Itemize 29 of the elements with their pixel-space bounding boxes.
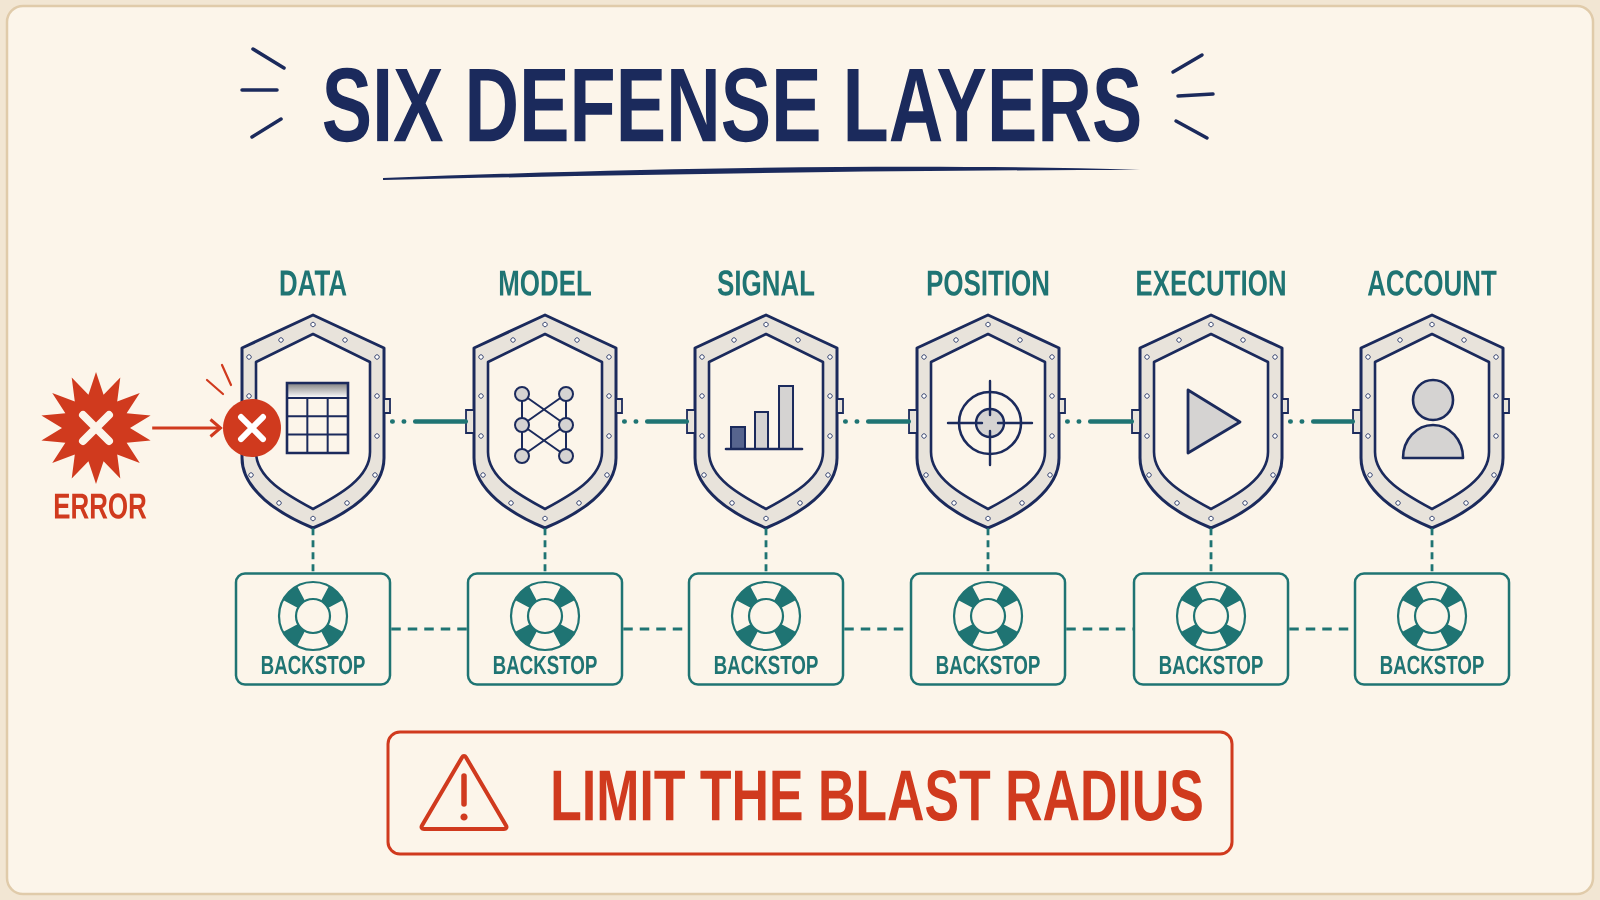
label: ERROR (54, 493, 147, 519)
layer-label: SIGNAL (717, 270, 815, 296)
connector-line (311, 528, 315, 573)
connector-line (1066, 627, 1133, 631)
connector-line (1430, 528, 1434, 573)
layer-label: ACCOUNT (1367, 270, 1497, 296)
box-label: BACKSTOP (714, 655, 818, 675)
connector-line (764, 528, 768, 573)
connector-line (1064, 419, 1135, 424)
connector-line (543, 528, 547, 573)
connector-line (389, 419, 469, 424)
box-label: BACKSTOP (1159, 655, 1263, 675)
connector-line (391, 627, 467, 631)
connector-line (1209, 528, 1213, 573)
layer-label: EXECUTION (1137, 270, 1285, 296)
layer-label: DATA (280, 270, 347, 296)
box-label: BACKSTOP (493, 655, 597, 675)
layer-label: MODEL (499, 270, 591, 296)
layer-label: POSITION (927, 270, 1049, 296)
connector-line (1287, 419, 1356, 424)
title: SIX DEFENSE LAYERS (323, 67, 1140, 180)
box-label: BACKSTOP (1380, 655, 1484, 675)
connector-line (986, 528, 990, 573)
box-label: BACKSTOP (261, 655, 365, 675)
connector-line (621, 419, 690, 424)
connector-line (842, 419, 912, 424)
box-label: BACKSTOP (936, 655, 1040, 675)
arrow (152, 418, 223, 438)
banner-text: LIMIT THE BLAST RADIUS (553, 770, 1202, 821)
